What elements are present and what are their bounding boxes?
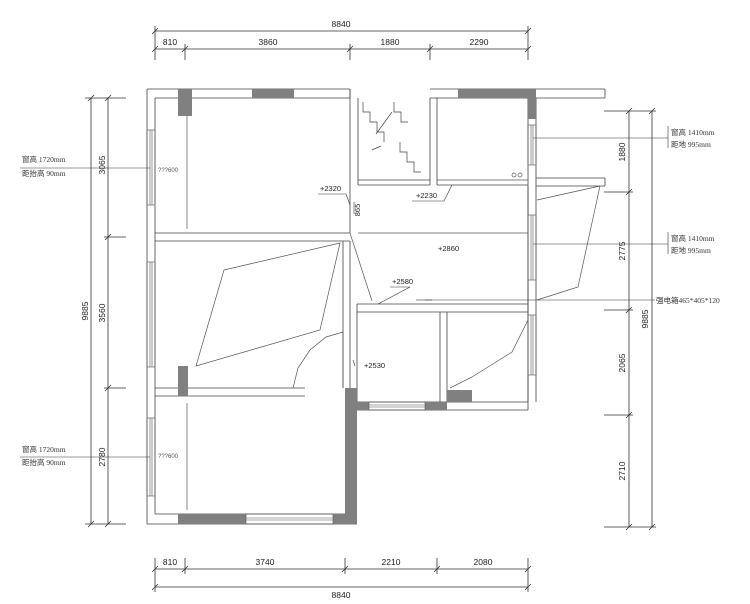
top-dimension bbox=[151, 26, 532, 60]
bottom-dim-3: 2210 bbox=[382, 557, 401, 567]
window-note-left-lower-height: 窗高 1720mm bbox=[22, 444, 66, 454]
right-dim-1: 1880 bbox=[617, 142, 627, 161]
right-dim-2: 2775 bbox=[617, 241, 627, 260]
bottom-dimension bbox=[151, 558, 532, 592]
furniture-outlines bbox=[186, 116, 601, 510]
windows bbox=[146, 124, 537, 525]
top-dim-1: 810 bbox=[163, 37, 177, 47]
staircase bbox=[358, 102, 430, 181]
level-label-5: +2580 bbox=[392, 277, 413, 286]
window-note-right-middle-height: 窗高 1410mm bbox=[671, 233, 715, 243]
top-dim-3: 1880 bbox=[381, 37, 400, 47]
top-total-dim: 8840 bbox=[332, 19, 351, 29]
bottom-total-dim: 8840 bbox=[332, 590, 351, 600]
right-total-dim: 9885 bbox=[640, 309, 650, 328]
left-dim-2: 3560 bbox=[97, 303, 107, 322]
window-note-right-upper-height: 窗高 1410mm bbox=[671, 127, 715, 137]
bottom-dim-4: 2080 bbox=[474, 557, 493, 567]
window-note-right-middle-sill: 距地 995mm bbox=[671, 245, 711, 255]
left-dimension bbox=[85, 94, 126, 528]
right-dim-3: 2065 bbox=[617, 353, 627, 372]
window-note-left-upper-height: 窗高 1720mm bbox=[22, 154, 66, 164]
level-label-1: +2320 bbox=[320, 184, 341, 193]
level-label-2: +2230 bbox=[416, 191, 437, 200]
top-dim-4: 2290 bbox=[470, 37, 489, 47]
right-dimension bbox=[604, 107, 656, 531]
level-label-6: +2530 bbox=[364, 361, 385, 370]
window-note-left-upper-sill: 距抬高 90mm bbox=[22, 168, 66, 178]
room-label-lower: ???600 bbox=[158, 454, 179, 460]
right-dim-4: 2710 bbox=[617, 461, 627, 480]
electric-box-note: 强电箱465*405*120 bbox=[656, 295, 720, 305]
room-label-upper: ???600 bbox=[158, 168, 179, 174]
window-note-left-lower-sill: 距抬高 90mm bbox=[22, 457, 66, 467]
left-total-dim: 9885 bbox=[80, 301, 90, 320]
bottom-dim-1: 810 bbox=[163, 557, 177, 567]
level-markers bbox=[318, 184, 453, 367]
level-label-4: +2860 bbox=[438, 244, 459, 253]
window-note-leaders bbox=[20, 126, 669, 458]
level-label-3: 865 bbox=[353, 204, 362, 217]
window-note-right-upper-sill: 距地 995mm bbox=[671, 139, 711, 149]
left-dim-1: 3065 bbox=[97, 155, 107, 174]
solid-columns bbox=[178, 89, 536, 524]
top-dim-2: 3860 bbox=[259, 37, 278, 47]
bottom-dim-2: 3740 bbox=[256, 557, 275, 567]
